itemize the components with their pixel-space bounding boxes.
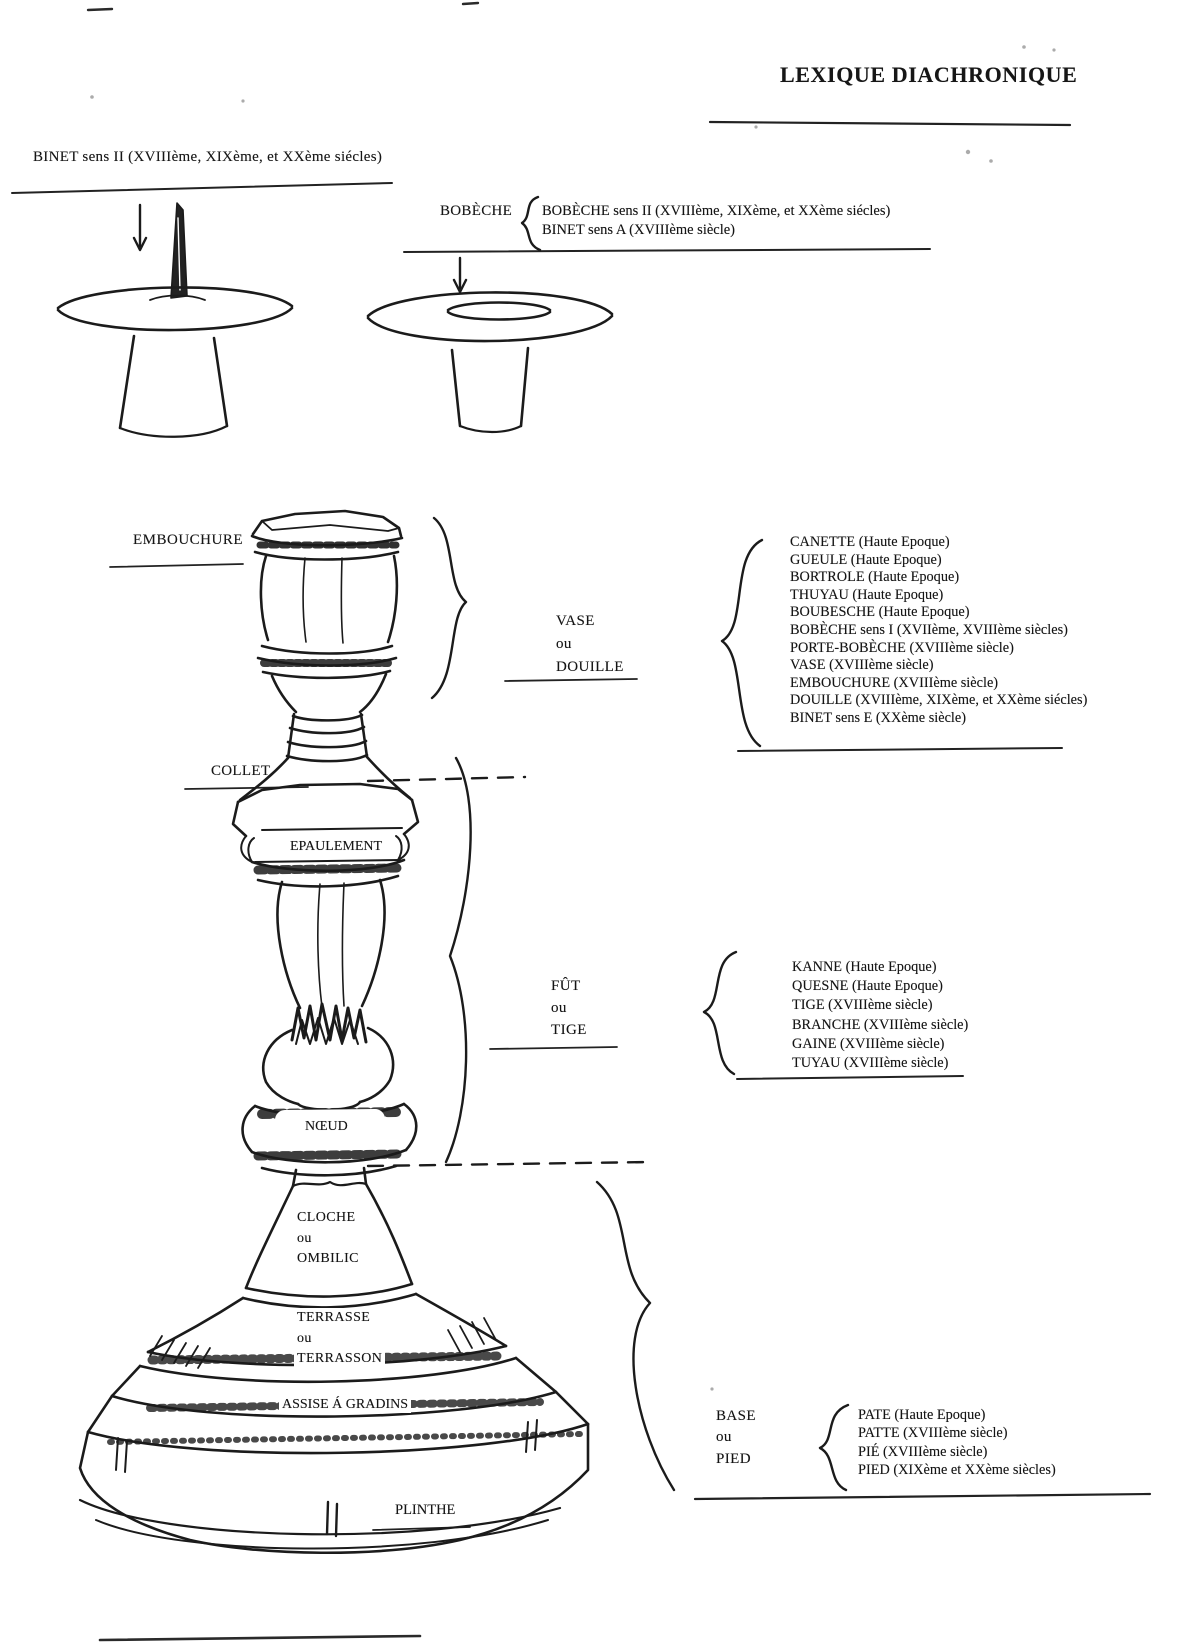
bobeche-brace <box>520 195 542 252</box>
list-item: EMBOUCHURE (XVIIIème siècle) <box>790 674 999 691</box>
binet-heading: BINET sens II (XVIIIème, XIXème, et XXèm… <box>33 149 383 165</box>
list-item: VASE (XVIIIème siècle) <box>790 657 934 674</box>
base-right-brace <box>595 1180 676 1492</box>
label-line: PIED <box>716 1450 751 1467</box>
list-item: BINET sens A (XVIIIème siècle) <box>542 222 736 238</box>
label-line: TERRASSE <box>294 1308 386 1329</box>
list-item: TIGE (XVIIIème siècle) <box>792 997 933 1014</box>
dashed-section-lines <box>366 775 654 1168</box>
label-line: ou <box>716 1429 732 1446</box>
scan-artifacts <box>86 1 1056 1642</box>
nozzle-section <box>250 509 404 714</box>
bobeche-drawing <box>366 256 614 434</box>
leaf-knop-section <box>261 1002 395 1112</box>
down-arrow-icon <box>132 203 148 252</box>
list-item: GAINE (XVIIIème siècle) <box>792 1035 945 1052</box>
part-label-embouchure: EMBOUCHURE <box>133 532 244 548</box>
list-item: BOUBESCHE (Haute Epoque) <box>790 604 970 621</box>
vase-synonym-list: CANETTE (Haute Epoque) GUEULE (Haute Epo… <box>790 534 1087 728</box>
list-item: BOBÈCHE sens I (XVIIème, XVIIIème siècle… <box>790 621 1068 638</box>
list-item: PIED (XIXème et XXème siècles) <box>858 1461 1056 1478</box>
page-title: LEXIQUE DIACHRONIQUE <box>780 62 1078 87</box>
label-line: OMBILIC <box>297 1251 359 1267</box>
assise-section <box>86 1356 590 1473</box>
label-line: BASE <box>716 1408 756 1424</box>
list-item: QUESNE (Haute Epoque) <box>792 978 943 995</box>
list-item: TUYAU (XVIIIème siècle) <box>792 1055 949 1072</box>
stem-section <box>276 878 386 1010</box>
vase-right-brace <box>430 516 468 700</box>
part-label-cloche: CLOCHE ou OMBILIC <box>297 1208 359 1270</box>
part-label-plinthe: PLINTHE <box>392 1502 459 1519</box>
fut-synonym-list: KANNE (Haute Epoque) QUESNE (Haute Epoqu… <box>792 958 968 1073</box>
list-item: PATTE (XVIIIème siècle) <box>858 1425 1008 1442</box>
part-label-terrasse: TERRASSE ou TERRASSON <box>294 1308 386 1370</box>
section-label-fut: FÛT ou TIGE <box>551 975 587 1041</box>
list-item: PORTE-BOBÈCHE (XVIIIème siècle) <box>790 639 1014 656</box>
list-item: BINET sens E (XXème siècle) <box>790 709 967 726</box>
list-item: DOUILLE (XVIIIème, XIXème, et XXème siéc… <box>790 692 1088 709</box>
pricket-drawing <box>56 202 294 438</box>
part-label-noeud: NŒUD <box>302 1119 351 1135</box>
list-item: BOBÈCHE sens II (XVIIIème, XIXème, et XX… <box>542 203 891 219</box>
part-label-assise: ASSISE Á GRADINS <box>279 1397 412 1413</box>
bobeche-synonym-list: BOBÈCHE sens II (XVIIIème, XIXème, et XX… <box>542 202 890 240</box>
plinthe-section <box>78 1422 590 1555</box>
label-line: TERRASSON <box>294 1349 386 1370</box>
underlines <box>11 120 1152 1531</box>
list-item: CANETTE (Haute Epoque) <box>790 534 950 550</box>
label-line: TIGE <box>551 1022 587 1038</box>
label-line: ou <box>294 1328 386 1350</box>
list-item: PIÉ (XVIIIème siècle) <box>858 1443 988 1460</box>
fut-right-brace <box>444 756 472 1164</box>
list-item: GUEULE (Haute Epoque) <box>790 551 942 568</box>
label-line: ou <box>551 1000 567 1016</box>
list-item: PATE (Haute Epoque) <box>858 1407 986 1423</box>
noeud-section <box>241 1102 418 1177</box>
part-label-collet: COLLET <box>211 763 271 779</box>
part-label-epaulement: EPAULEMENT <box>287 839 386 855</box>
label-line: ou <box>556 636 572 652</box>
list-item: BRANCHE (XVIIIème siècle) <box>792 1016 969 1033</box>
base-list-brace <box>818 1403 850 1492</box>
fut-list-brace <box>702 950 738 1076</box>
section-label-base: BASE ou PIED <box>716 1406 756 1470</box>
vase-list-brace <box>720 538 764 748</box>
list-item: THUYAU (Haute Epoque) <box>790 586 944 603</box>
list-item: BORTROLE (Haute Epoque) <box>790 569 960 586</box>
cloche-section <box>241 1166 418 1309</box>
list-item: KANNE (Haute Epoque) <box>792 959 937 975</box>
epaulement-section <box>231 782 420 888</box>
bobeche-heading: BOBÈCHE <box>440 203 513 219</box>
braces <box>430 195 850 1492</box>
base-synonym-list: PATE (Haute Epoque) PATTE (XVIIIème sièc… <box>858 1406 1056 1479</box>
label-line: CLOCHE <box>297 1210 356 1225</box>
label-line: ou <box>297 1230 312 1246</box>
section-label-vase: VASE ou DOUILLE <box>556 610 624 679</box>
label-line: DOUILLE <box>556 659 624 675</box>
label-line: FÛT <box>551 978 581 994</box>
down-arrow-icon <box>452 256 468 294</box>
label-line: VASE <box>556 613 595 629</box>
